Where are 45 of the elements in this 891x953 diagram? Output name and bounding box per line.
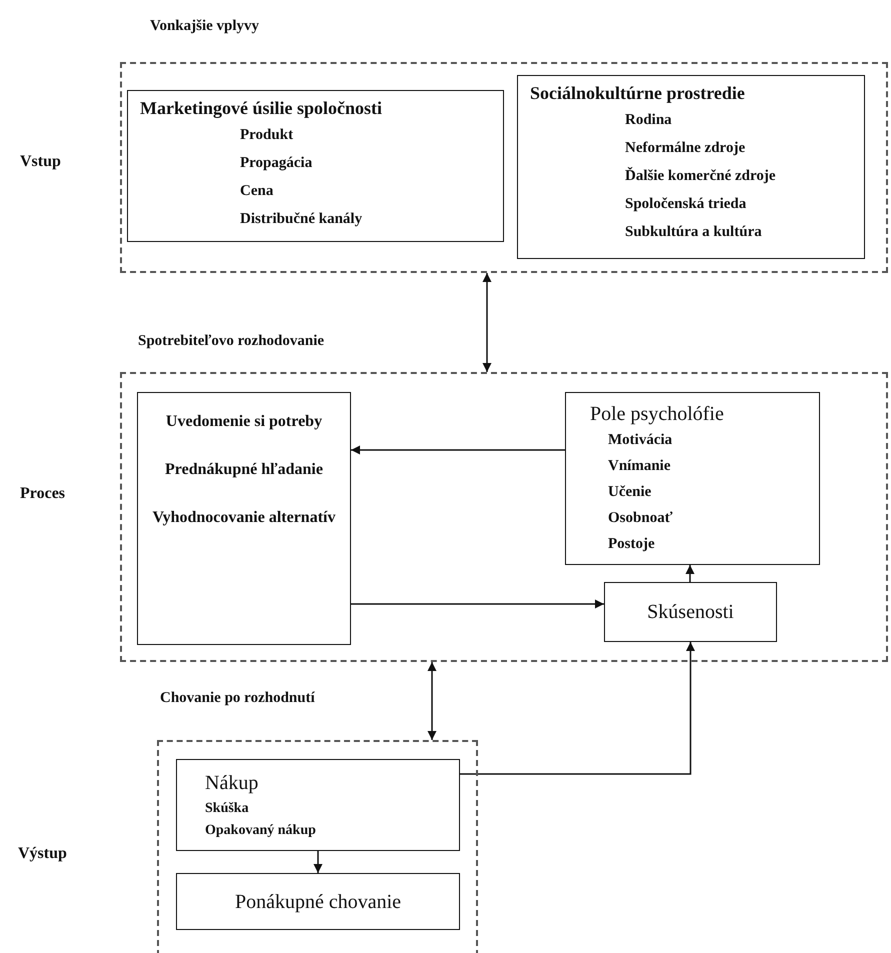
group-heading: Spotrebiteľovo rozhodovanie bbox=[138, 332, 324, 351]
list-item: Neformálne zdroje bbox=[624, 139, 746, 158]
list-item: Cena bbox=[239, 182, 274, 201]
group-heading: Chovanie po rozhodnutí bbox=[160, 689, 315, 708]
box-text: Ponákupné chovanie bbox=[234, 890, 402, 914]
list-item: Učenie bbox=[607, 483, 652, 502]
list-item: Rodina bbox=[624, 111, 673, 130]
arrow bbox=[686, 565, 694, 582]
process-box bbox=[517, 75, 865, 259]
arrow bbox=[460, 642, 695, 775]
stage-label: Výstup bbox=[18, 844, 67, 864]
list-item: Produkt bbox=[239, 126, 294, 145]
list-item: Postoje bbox=[607, 535, 656, 554]
arrow bbox=[351, 446, 565, 454]
box-text: Skúsenosti bbox=[647, 600, 734, 625]
process-box bbox=[176, 873, 460, 930]
box-heading: Nákup bbox=[205, 771, 260, 796]
list-item: Vnímanie bbox=[607, 457, 672, 476]
list-item: Opakovaný nákup bbox=[205, 822, 317, 840]
arrow bbox=[482, 273, 492, 372]
process-box bbox=[604, 582, 777, 642]
arrow bbox=[351, 600, 604, 608]
group-heading: Vonkajšie vplyvy bbox=[150, 17, 260, 36]
arrow bbox=[314, 851, 322, 873]
process-box bbox=[127, 90, 504, 242]
list-item: Propagácia bbox=[239, 154, 314, 173]
box-heading: Marketingové úsilie spoločnosti bbox=[140, 97, 383, 120]
list-item: Distribučné kanály bbox=[239, 210, 364, 229]
list-item: Subkultúra a kultúra bbox=[624, 223, 763, 242]
step-text: Vyhodnocovanie alternatív bbox=[152, 508, 336, 528]
step-text: Uvedomenie si potreby bbox=[164, 412, 324, 432]
list-item: Motivácia bbox=[607, 431, 674, 450]
stage-label: Proces bbox=[20, 484, 66, 504]
arrow bbox=[428, 662, 436, 740]
box-heading: Sociálnokultúrne prostredie bbox=[530, 82, 746, 105]
box-heading: Pole psycholófie bbox=[590, 402, 725, 427]
step-text: Prednákupné hľadanie bbox=[164, 460, 324, 480]
list-item: Ďalšie komerčné zdroje bbox=[624, 166, 777, 186]
process-box bbox=[565, 392, 820, 565]
list-item: Skúška bbox=[205, 800, 250, 818]
process-box bbox=[137, 392, 351, 645]
list-item: Spoločenská trieda bbox=[624, 195, 748, 214]
list-item: Osobnoať bbox=[607, 509, 674, 528]
stage-label: Vstup bbox=[20, 152, 61, 172]
process-box bbox=[176, 759, 460, 851]
